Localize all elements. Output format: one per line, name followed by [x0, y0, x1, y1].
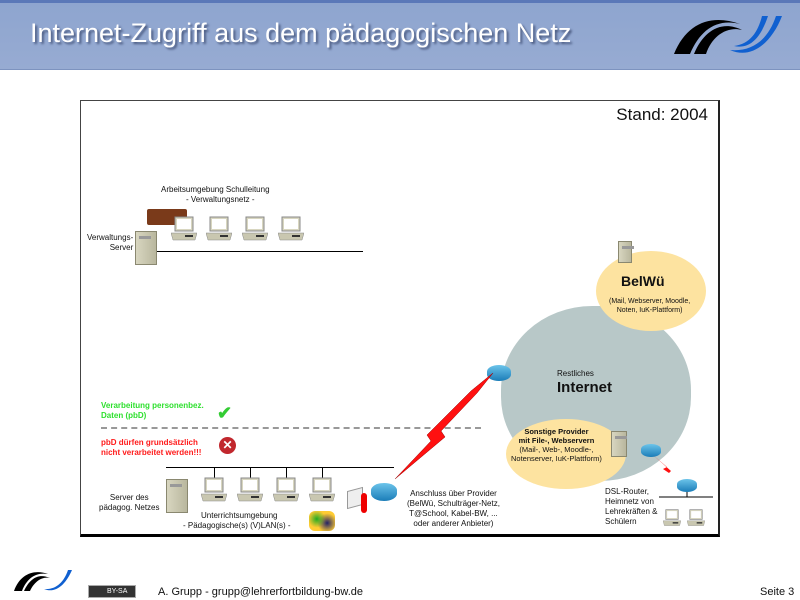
admin-server-label: Verwaltungs-Server	[87, 233, 134, 252]
provider-text: Anschluss über Provider(BelWü, Schulträg…	[407, 489, 500, 528]
page-number: Seite 3	[760, 586, 795, 598]
workstation-pc-icon	[170, 216, 198, 242]
teacher-icon	[361, 493, 367, 513]
forbidden-icon: ✕	[219, 437, 236, 454]
workstation-pc-icon	[200, 477, 228, 503]
allowed-text: Verarbeitung personenbez.Daten (pbD)	[101, 401, 204, 420]
workstation-pc-icon	[205, 216, 233, 242]
header-bar	[0, 0, 800, 70]
belwue-desc: (Mail, Webserver, Moodle,Noten, IuK-Plat…	[609, 298, 691, 314]
separator-line	[101, 427, 481, 429]
network-drop	[286, 467, 287, 481]
network-drop	[214, 467, 215, 481]
footer-logo-icon	[14, 570, 72, 591]
other-providers-cloud	[506, 419, 626, 489]
students-icon	[309, 511, 335, 531]
teaching-subtitle: - Pädagogische(s) (V)LAN(s) -	[183, 521, 291, 530]
workstation-pc-icon	[236, 477, 264, 503]
cc-license-badge[interactable]: BY-SA	[88, 585, 136, 598]
workstation-pc-icon	[277, 216, 305, 242]
dsl-router-icon	[677, 479, 697, 492]
admin-subtitle: - Verwaltungsnetz -	[186, 195, 255, 204]
network-diagram: Stand: 2004 Arbeitsumgebung Schulleitung…	[80, 100, 720, 537]
teaching-server-icon	[166, 479, 188, 513]
network-drop	[250, 467, 251, 481]
belwue-cloud	[596, 251, 706, 331]
admin-title: Arbeitsumgebung Schulleitung	[161, 185, 270, 194]
footer-author: A. Grupp - grupp@lehrerfortbildung-bw.de	[158, 586, 363, 598]
teaching-title: Unterrichtsumgebung	[201, 511, 278, 520]
school-router-icon	[371, 483, 397, 501]
internet-small-label: Restliches	[557, 369, 594, 378]
belwue-server-icon	[618, 241, 634, 263]
lightning-link-school	[394, 372, 494, 480]
workstation-pc-icon	[241, 216, 269, 242]
network-drop	[322, 467, 323, 481]
provider-router-icon	[641, 444, 661, 457]
admin-server-icon	[135, 231, 157, 265]
slide-title: Internet-Zugriff aus dem pädagogischen N…	[30, 18, 572, 48]
internet-label: Internet	[557, 379, 613, 396]
home-pc-icon	[662, 509, 682, 527]
teaching-network-line	[166, 467, 394, 468]
links	[394, 372, 713, 498]
other-server-icon	[611, 431, 627, 457]
admin-network-line	[157, 251, 363, 252]
logo-icon	[674, 16, 782, 54]
lightning-link-home	[653, 455, 681, 481]
belwue-label: BelWü	[621, 273, 665, 289]
checkmark-icon: ✔	[217, 403, 233, 423]
workstation-pc-icon	[272, 477, 300, 503]
internet-router-icon	[487, 365, 511, 381]
workstation-pc-icon	[308, 477, 336, 503]
year-label: Stand: 2004	[616, 105, 708, 124]
home-pc-icon	[686, 509, 706, 527]
